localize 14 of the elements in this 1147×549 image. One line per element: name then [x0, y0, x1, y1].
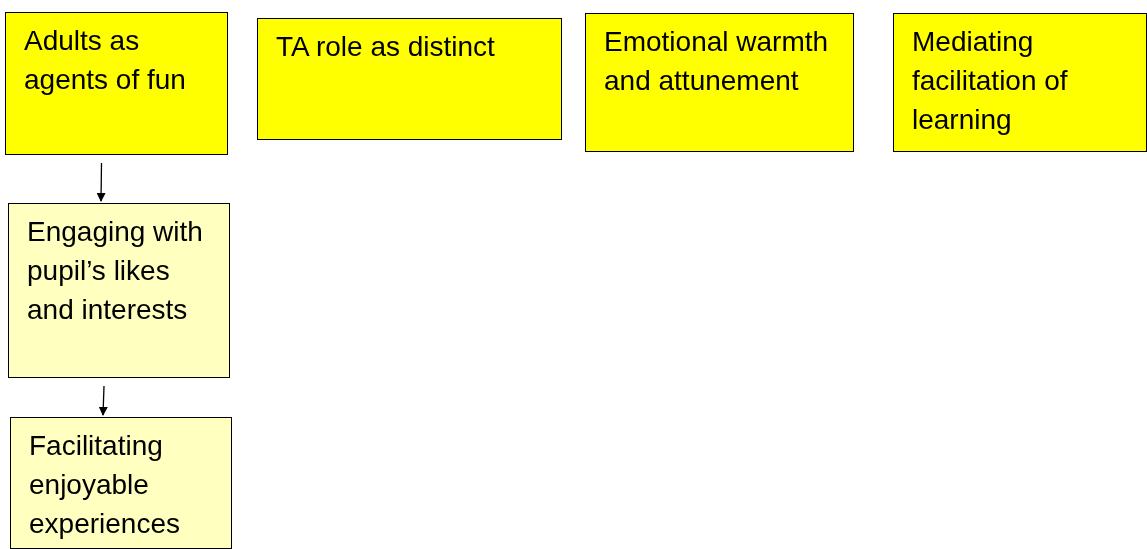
box-label: Mediating facilitation of learning	[912, 25, 1069, 137]
concept-box	[257, 18, 562, 140]
box-label: Engaging with pupil’s likes and interests	[27, 215, 204, 327]
arrow	[96, 162, 106, 202]
concept-box	[893, 13, 1147, 152]
box-label: Adults as agents of fun	[24, 24, 187, 97]
concept-box	[5, 12, 228, 155]
concept-box	[8, 203, 230, 378]
concept-box	[10, 417, 232, 549]
arrow	[98, 385, 108, 416]
box-label: Emotional warmth and attunement	[604, 25, 830, 98]
box-label: TA role as distinct	[276, 30, 496, 64]
concept-box	[585, 13, 854, 152]
box-label: Facilitating enjoyable experiences	[29, 429, 181, 541]
